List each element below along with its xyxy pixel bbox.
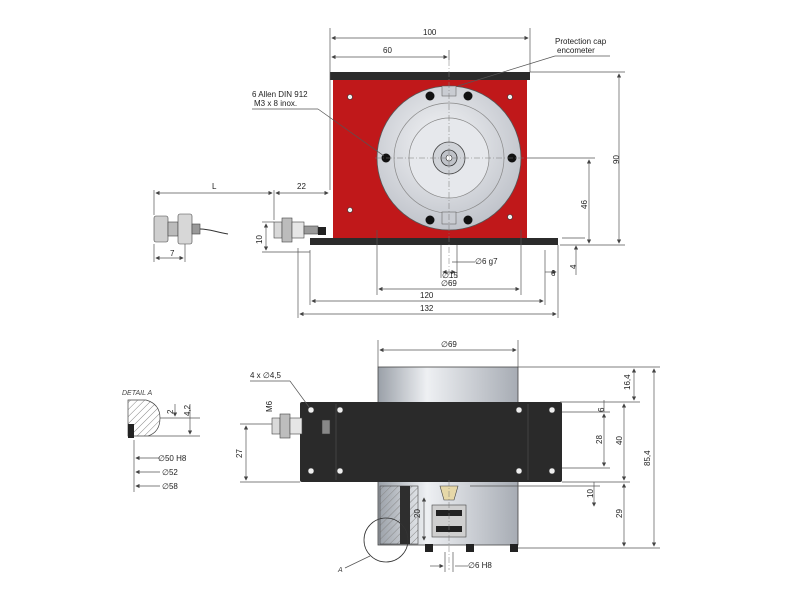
detail-a-view: DETAIL A 2 4,2 ∅50 H8 ∅52 ∅58 (122, 390, 200, 492)
plate-hole (548, 467, 556, 475)
dim-d6g7: ∅6 g7 (475, 257, 498, 266)
plate-bolt (515, 467, 523, 475)
dim-10-bottom: 10 (586, 489, 595, 498)
detail-dim-d50H8: ∅50 H8 (158, 454, 187, 463)
dim-d69-bottom: ∅69 (441, 340, 457, 349)
allen-bolt (463, 91, 473, 101)
plate-bolt (336, 406, 344, 414)
dim-85-4: 85,4 (643, 450, 652, 466)
detail-a-ref: A (337, 567, 343, 574)
plate-hole (548, 406, 556, 414)
plate-bolt (515, 406, 523, 414)
corner-bolt (507, 94, 513, 100)
foot (425, 544, 433, 552)
foot (510, 544, 518, 552)
side-connector (271, 413, 331, 439)
dim-132: 132 (420, 304, 434, 313)
detail-dim-d52: ∅52 (162, 468, 178, 477)
note-allen-2: M3 x 8 inox. (254, 99, 297, 108)
note-allen-1: 6 Allen DIN 912 (252, 90, 308, 99)
dim-L: L (212, 182, 217, 191)
mounting-plate (300, 402, 562, 482)
plate-bolt (336, 467, 344, 475)
note-protection-cap-2: encometer (557, 46, 595, 55)
allen-bolt (425, 215, 435, 225)
detail-dim-4-2: 4,2 (183, 404, 192, 416)
dim-16-4: 16,4 (623, 374, 632, 390)
dim-d69-top: ∅69 (441, 279, 457, 288)
top-view: 100 60 L 22 7 10 90 46 6 4 (153, 28, 625, 318)
dim-22: 22 (297, 182, 306, 191)
corner-bolt (347, 207, 353, 213)
dim-46: 46 (580, 200, 589, 209)
dim-4xd4-5: 4 x ∅4,5 (250, 371, 282, 380)
dim-29: 29 (615, 509, 624, 518)
dim-120: 120 (420, 291, 434, 300)
allen-bolt (463, 215, 473, 225)
dim-6-top: 6 (551, 269, 556, 278)
dim-60: 60 (383, 46, 392, 55)
detail-a-circle (363, 517, 409, 563)
plate-hole (307, 406, 315, 414)
dim-4: 4 (569, 264, 578, 269)
base-plate (310, 238, 558, 245)
corner-bolt (347, 94, 353, 100)
plate-hole (307, 467, 315, 475)
dim-27: 27 (235, 449, 244, 458)
dim-d15: ∅15 (442, 271, 458, 280)
detail-a-title: DETAIL A (122, 390, 153, 397)
dim-6-bottom: 6 (597, 407, 606, 412)
bottom-view: A ∅69 4 x ∅4,5 M6 27 16,4 6 28 40 85,4 1… (235, 340, 660, 574)
cable-plug (153, 213, 229, 245)
dim-90: 90 (612, 155, 621, 164)
housing-top-cap (330, 72, 530, 80)
section-cutaway (379, 485, 419, 545)
dim-100: 100 (423, 28, 437, 37)
corner-bolt (507, 214, 513, 220)
foot (466, 544, 474, 552)
dim-20: 20 (413, 509, 422, 518)
detail-dim-2: 2 (166, 409, 175, 414)
dim-7: 7 (170, 249, 175, 258)
dim-40: 40 (615, 436, 624, 445)
dim-M6: M6 (265, 400, 274, 412)
dim-d6H8: ∅6 H8 (468, 561, 492, 570)
cable-connector (273, 217, 326, 243)
dim-10-top: 10 (255, 235, 264, 244)
dim-28: 28 (595, 435, 604, 444)
allen-bolt (425, 91, 435, 101)
note-protection-cap-1: Protection cap (555, 37, 607, 46)
detail-dim-d58: ∅58 (162, 482, 178, 491)
